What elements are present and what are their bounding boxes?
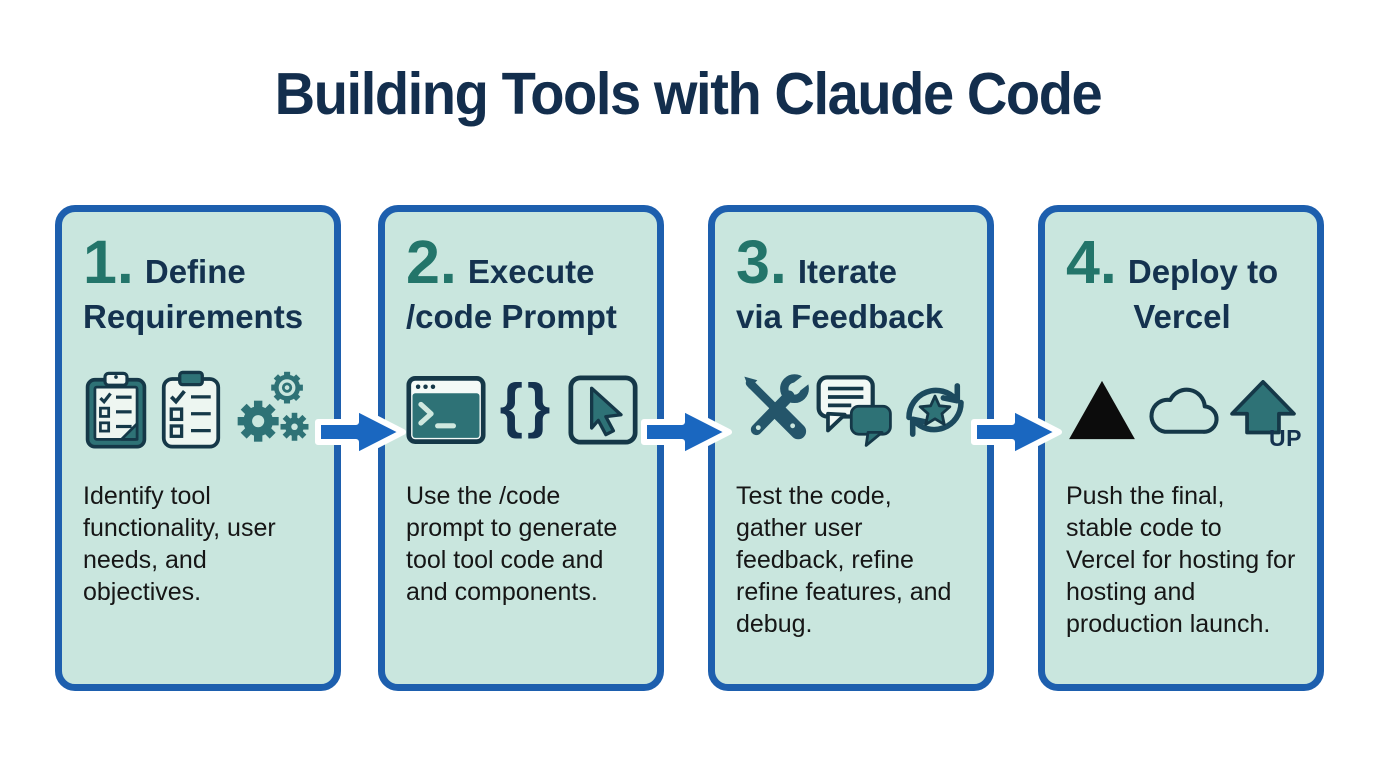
flow-arrow-icon <box>315 405 406 459</box>
tools-icon <box>736 371 814 449</box>
step-number: 1. <box>83 228 134 296</box>
vercel-triangle-icon <box>1066 379 1138 441</box>
step-description: Identify tool functionality, user needs,… <box>83 481 276 606</box>
step-description: Push the final, stable code to Vercel fo… <box>1066 481 1296 638</box>
step-card-iterate-via-feedback: 3. Iterate via Feedback <box>708 205 994 691</box>
icon-row: UP <box>1066 364 1302 456</box>
clipboard-checklist-icon <box>160 369 222 451</box>
step-title: 1. Define Requirements <box>83 228 315 338</box>
icon-row <box>736 364 968 456</box>
flow-arrow-icon <box>971 405 1062 459</box>
cursor-click-icon <box>568 374 638 445</box>
step-description: Use the /code prompt to generate tool to… <box>406 481 618 606</box>
step-number: 3. <box>736 228 787 296</box>
gears-icon <box>233 369 315 451</box>
step-title: 3. Iterate via Feedback <box>736 228 968 338</box>
upload-arrow-icon: UP <box>1228 379 1302 451</box>
up-label: UP <box>1269 424 1302 451</box>
step-description: Test the code, gather user feedback, ref… <box>736 481 952 638</box>
step-card-execute-code-prompt: 2. Execute /code Prompt {} <box>378 205 664 691</box>
step-title-line1: Deploy to <box>1127 253 1279 290</box>
step-title-line2: /code Prompt <box>406 298 617 336</box>
clipboard-filled-icon <box>83 369 149 451</box>
step-title-line2: via Feedback <box>736 298 944 336</box>
step-title-line2: Requirements <box>83 298 304 336</box>
step-card-deploy-to-vercel: 4. Deploy to Vercel UP <box>1038 205 1324 691</box>
cloud-icon <box>1141 381 1225 439</box>
terminal-icon <box>406 375 486 445</box>
step-title-line2: Vercel <box>1133 298 1231 336</box>
step-title-line1: Define <box>144 253 246 290</box>
step-card-define-requirements: 1. Define Requirements <box>55 205 341 691</box>
step-number: 2. <box>406 228 457 296</box>
chat-feedback-icon <box>814 372 896 448</box>
step-title-line1: Iterate <box>797 253 897 290</box>
code-braces-icon: {} <box>499 371 555 439</box>
refresh-star-icon <box>896 371 974 449</box>
step-title: 4. Deploy to Vercel <box>1066 228 1298 338</box>
step-title: 2. Execute /code Prompt <box>406 228 638 338</box>
page-title: Building Tools with Claude Code <box>274 61 1103 127</box>
icon-row: {} <box>406 364 638 456</box>
icon-row <box>83 364 315 456</box>
step-number: 4. <box>1066 228 1117 296</box>
step-title-line1: Execute <box>467 253 595 290</box>
flow-arrow-icon <box>641 405 732 459</box>
